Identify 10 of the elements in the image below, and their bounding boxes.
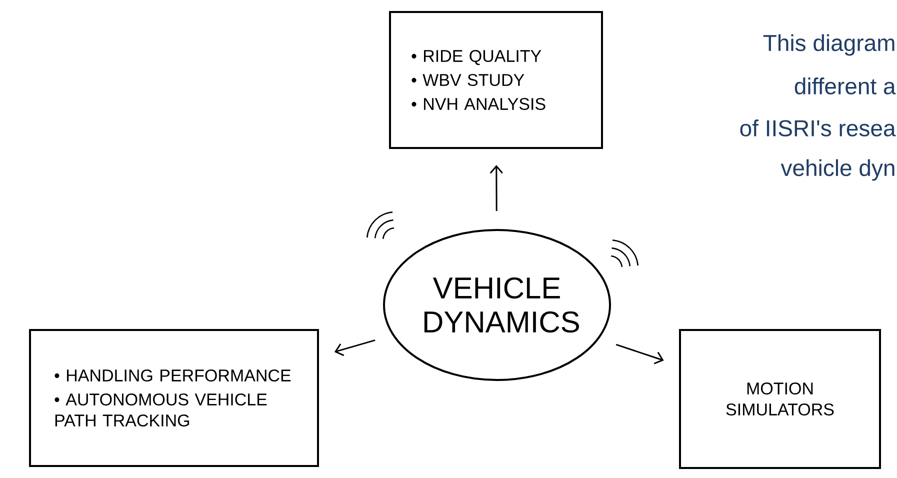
note-text: This diagram [763, 34, 894, 56]
arrow [490, 164, 503, 211]
arrow [334, 339, 376, 356]
note-text: of IISRI's resea [740, 120, 896, 136]
text-box: • HANDLING PERFORMANCE • AUTONOMOUS VEHICLE PATH TRACKING [29, 328, 319, 467]
text-box: • RIDE QUALITY • WBV STUDY • NVH ANALYSIS [389, 11, 603, 149]
note-text: vehicle dyn [780, 159, 894, 181]
arrow [616, 344, 664, 364]
text-box: MOTION SIMULATORS [679, 328, 881, 469]
note-text: different a [794, 78, 896, 94]
